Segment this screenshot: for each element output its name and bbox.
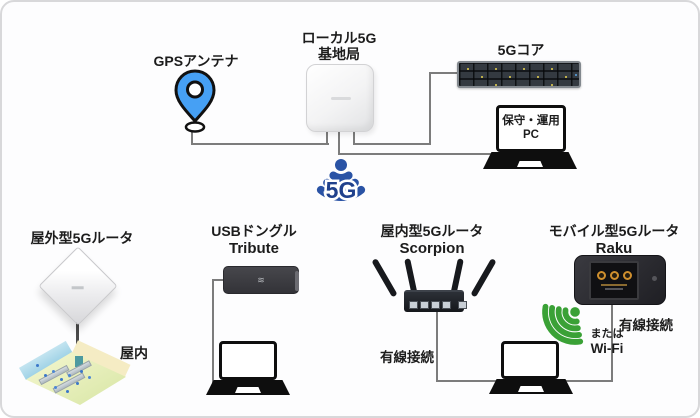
usb-dongle-label-line2: Tribute — [228, 239, 279, 257]
base-station-logo — [331, 97, 351, 100]
connector-scorpion-vertical — [436, 312, 438, 382]
ethernet-port — [420, 301, 429, 309]
base-station-device — [306, 64, 374, 132]
connector-gps-horizontal — [191, 143, 329, 145]
core-label: 5Gコア — [470, 42, 572, 59]
wired-left-label: 有線接続 — [376, 350, 438, 365]
raku-label-line2: Raku — [595, 239, 633, 257]
tribute-laptop-trackpad — [235, 387, 261, 393]
connector-dongle-horizontal — [212, 279, 226, 281]
connector-raku-vertical — [611, 300, 613, 382]
indoor-router-device — [371, 254, 497, 318]
status-circle-icon — [622, 271, 632, 280]
signal-5g-icon: 5G — [316, 159, 366, 206]
core-rack — [457, 61, 581, 88]
connector-gps-riser — [326, 130, 328, 145]
base-station-label: ローカル5G 基地局 — [284, 30, 394, 63]
router-antenna — [470, 258, 497, 298]
mobile-router-screen-textline — [605, 288, 623, 290]
or-wifi-label-line1: または — [590, 328, 624, 340]
outdoor-router-label: 屋外型5Gルータ — [18, 230, 146, 247]
mobile-router-screen-icons — [591, 271, 637, 280]
outdoor-router-device — [38, 246, 118, 326]
core-rack-leds — [467, 68, 469, 70]
connector-scorpion-horizontal — [436, 380, 500, 382]
connector-dongle-vertical — [212, 279, 214, 389]
wired-right-label: 有線接続 — [615, 318, 677, 333]
gps-antenna-label-text: GPSアンテナ — [153, 53, 239, 69]
usb-dongle-cap — [295, 271, 299, 291]
gps-pin-icon — [174, 69, 216, 133]
office-people-dots — [36, 364, 39, 367]
usb-dongle-label-line1: USBドングル — [211, 223, 297, 239]
connector-core-horizontal1 — [353, 143, 431, 145]
scorpion-label-line1: 屋内型5Gルータ — [380, 223, 484, 239]
or-wifi-label-line2: Wi-Fi — [590, 340, 624, 356]
mobile-router-button — [652, 276, 657, 281]
wifi-alt-icon — [542, 303, 584, 345]
status-circle-icon — [609, 271, 619, 280]
client-laptop-trackpad — [518, 386, 544, 392]
scorpion-label-line2: Scorpion — [399, 239, 465, 257]
signal-5g-text: 5G — [326, 177, 357, 203]
usb-dongle-logo: ≋ — [257, 274, 265, 285]
scorpion-label: 屋内型5Gルータ Scorpion — [368, 223, 496, 257]
tribute-laptop-screen — [219, 341, 277, 380]
wired-right-label-text: 有線接続 — [619, 318, 673, 333]
maintenance-pc-screen-line2: PC — [523, 128, 539, 141]
connector-gps-stem — [191, 126, 193, 145]
router-body — [404, 290, 467, 312]
mobile-router-device — [574, 255, 666, 305]
or-wifi-label: または Wi-Fi — [580, 328, 634, 356]
base-station-label-line2: 基地局 — [318, 45, 360, 62]
status-circle-icon — [596, 271, 606, 280]
maintenance-pc-screen-line1: 保守・運用 — [502, 115, 560, 128]
core-rack-bays — [459, 63, 579, 86]
office-board — [75, 356, 83, 367]
mobile-router-screen — [589, 261, 639, 300]
base-station-label-line1: ローカル5G — [301, 30, 377, 46]
mobile-router-screen-textline — [601, 284, 627, 286]
connector-core-horizontal2 — [429, 72, 462, 74]
core-label-text: 5Gコア — [497, 42, 545, 58]
office-illustration — [19, 340, 131, 406]
connector-pc-vertical — [338, 130, 340, 155]
usb-dongle-device: ≋ — [223, 266, 299, 294]
connector-outdoor-pole — [76, 312, 79, 362]
client-laptop-screen — [501, 341, 559, 379]
gps-antenna-label: GPSアンテナ — [150, 53, 242, 70]
connector-raku-horizontal — [562, 380, 613, 382]
client-laptop-base — [489, 379, 573, 394]
outdoor-router-label-text: 屋外型5Gルータ — [30, 230, 134, 246]
ethernet-port — [442, 301, 451, 309]
ethernet-port — [409, 301, 418, 309]
wired-left-label-text: 有線接続 — [380, 350, 434, 365]
raku-label: モバイル型5Gルータ Raku — [540, 223, 688, 257]
maintenance-pc-screen: 保守・運用 PC — [496, 105, 566, 152]
connector-core-riser — [429, 72, 431, 145]
connector-core-drop — [353, 130, 355, 145]
router-antenna — [371, 258, 398, 298]
outdoor-router-logo — [71, 286, 84, 290]
connector-pc-horizontal — [338, 153, 501, 155]
maintenance-pc-trackpad — [517, 161, 543, 167]
raku-label-line1: モバイル型5Gルータ — [548, 223, 680, 239]
ethernet-port — [431, 301, 440, 309]
indoor-label: 屋内 — [106, 345, 162, 362]
usb-dongle-label: USBドングル Tribute — [198, 223, 310, 257]
indoor-label-text: 屋内 — [120, 345, 148, 361]
router-ports — [409, 301, 467, 309]
maintenance-pc-base — [483, 152, 577, 169]
tribute-laptop-base — [206, 380, 290, 395]
wan-port — [458, 301, 467, 309]
